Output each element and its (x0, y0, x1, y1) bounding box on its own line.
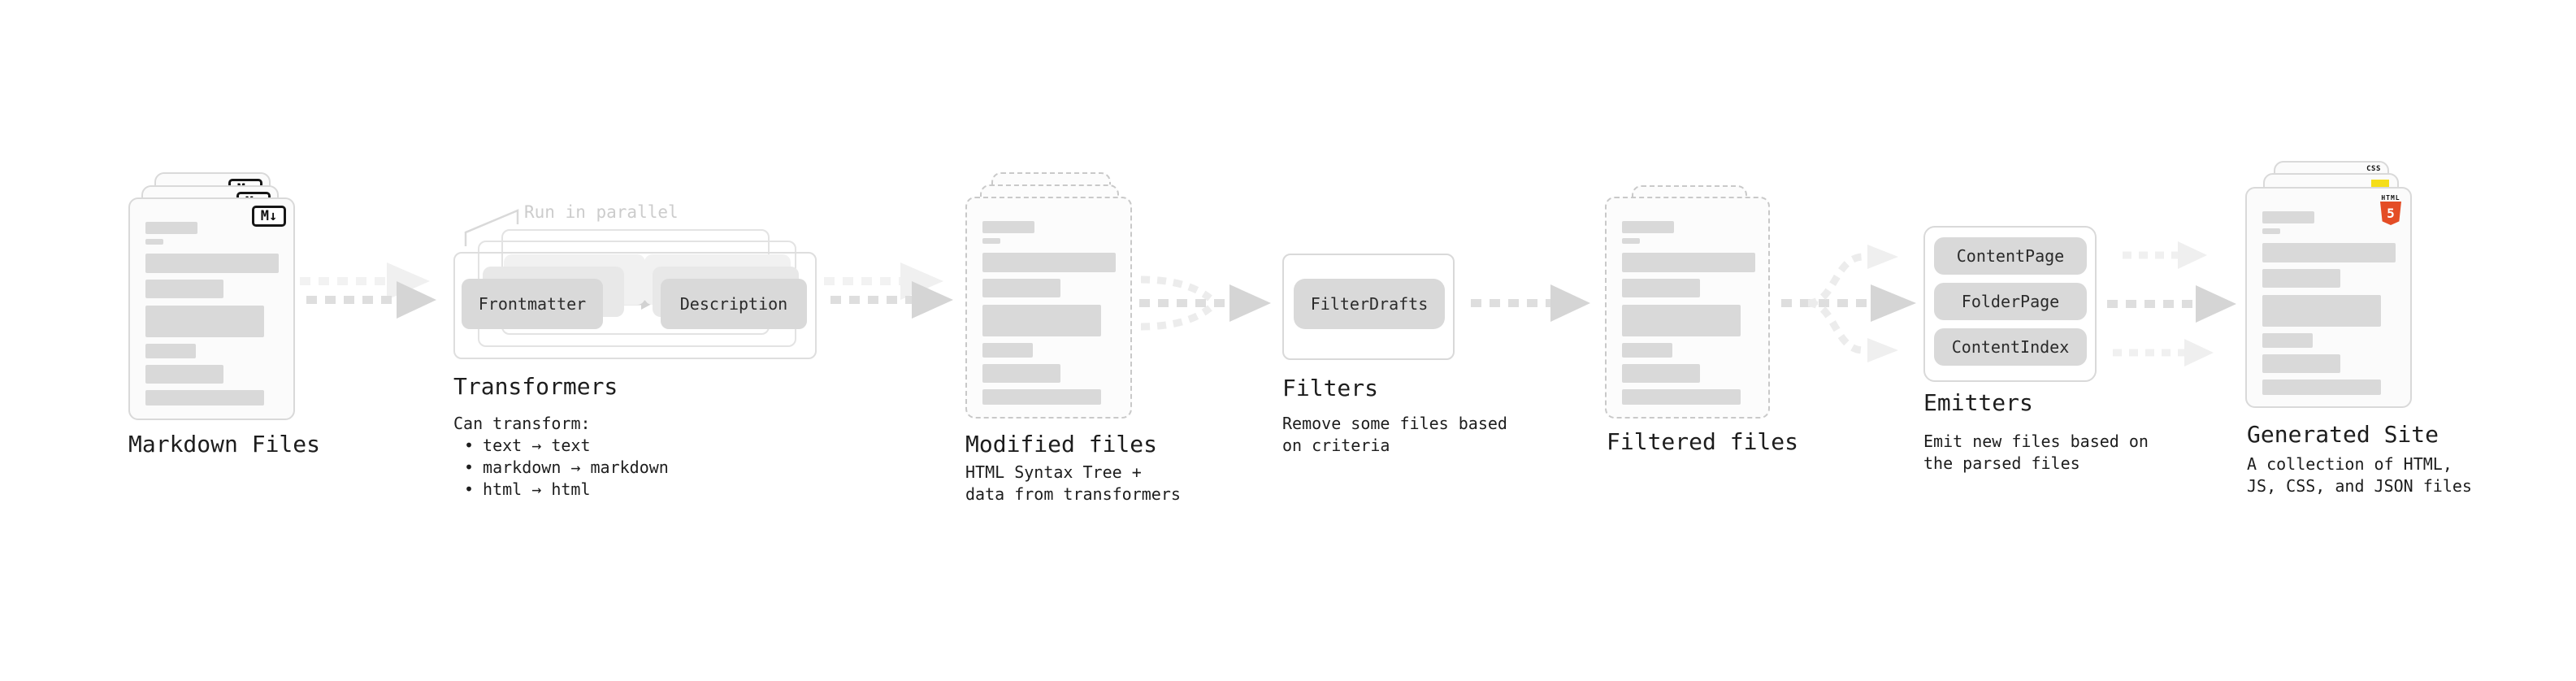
file-content-placeholder (145, 222, 279, 406)
desc-line: the parsed files (1923, 453, 2080, 473)
modified-file-card-front (965, 197, 1132, 419)
markdown-files-label: Markdown Files (128, 431, 321, 458)
emitters-label: Emitters (1923, 389, 2033, 416)
markdown-file-card-front: M↓ (128, 197, 295, 420)
arrow-emitters-to-generated (2107, 241, 2236, 367)
contentindex-chip: ContentIndex (1934, 328, 2087, 366)
desc-line: data from transformers (965, 484, 1181, 504)
arrow-markdown-to-transformers (300, 262, 436, 319)
arrow-modified-to-filters (1139, 275, 1271, 331)
bullet: • (464, 458, 475, 477)
bullet: • (464, 436, 475, 455)
transformers-label: Transformers (453, 373, 618, 400)
markdown-icon: M↓ (252, 206, 286, 227)
desc-item-text: html → html (483, 479, 591, 499)
desc-item-text: text → text (483, 436, 591, 455)
desc-line: on criteria (1282, 436, 1390, 455)
desc-line: JS, CSS, and JSON files (2247, 476, 2472, 496)
description-chip: Description (661, 279, 807, 329)
modified-files-label: Modified files (965, 431, 1158, 458)
emitters-description: Emit new files based on the parsed files (1923, 431, 2149, 475)
html5-icon-label: HTML (2381, 194, 2400, 202)
desc-line: A collection of HTML, (2247, 454, 2452, 474)
html5-icon-shield: 5 (2380, 202, 2401, 225)
desc-item-text: markdown → markdown (483, 458, 669, 477)
filtered-files-label: Filtered files (1607, 428, 1799, 455)
desc-line: Remove some files based (1282, 414, 1507, 433)
transformers-desc-item: • markdown → markdown (453, 457, 669, 479)
desc-line: Emit new files based on (1923, 432, 2149, 451)
generated-file-card-html: HTML 5 (2245, 187, 2412, 408)
transformer-box-front (453, 252, 817, 359)
html5-icon-number: 5 (2387, 206, 2395, 221)
transformers-desc-item: • text → text (453, 435, 669, 457)
arrow-filters-to-filtered (1471, 284, 1590, 322)
filters-description: Remove some files based on criteria (1282, 413, 1507, 457)
filtered-file-card-front (1605, 197, 1770, 419)
arrow-transformers-to-modified (824, 262, 953, 319)
generated-site-description: A collection of HTML, JS, CSS, and JSON … (2247, 453, 2472, 497)
js-icon (2371, 180, 2389, 188)
frontmatter-chip: Frontmatter (462, 279, 603, 329)
folderpage-chip: FolderPage (1934, 283, 2087, 320)
filterdrafts-chip: FilterDrafts (1294, 279, 1445, 329)
filters-label: Filters (1282, 375, 1379, 401)
file-content-placeholder (2262, 211, 2396, 395)
modified-files-description: HTML Syntax Tree + data from transformer… (965, 462, 1181, 505)
contentpage-chip: ContentPage (1934, 237, 2087, 275)
file-content-placeholder (982, 221, 1116, 405)
bullet: • (464, 479, 475, 499)
arrow-filtered-to-emitters (1781, 245, 1916, 362)
parallel-note: Run in parallel (524, 202, 679, 222)
transformers-desc-heading: Can transform: (453, 414, 591, 433)
file-content-placeholder (1622, 221, 1755, 405)
html5-icon: HTML 5 (2379, 194, 2402, 225)
generated-site-label: Generated Site (2247, 421, 2439, 448)
css-icon-label: CSS (2366, 165, 2381, 173)
transformers-desc-item: • html → html (453, 479, 669, 501)
desc-line: HTML Syntax Tree + (965, 462, 1142, 482)
transformers-description: Can transform: • text → text • markdown … (453, 413, 669, 501)
